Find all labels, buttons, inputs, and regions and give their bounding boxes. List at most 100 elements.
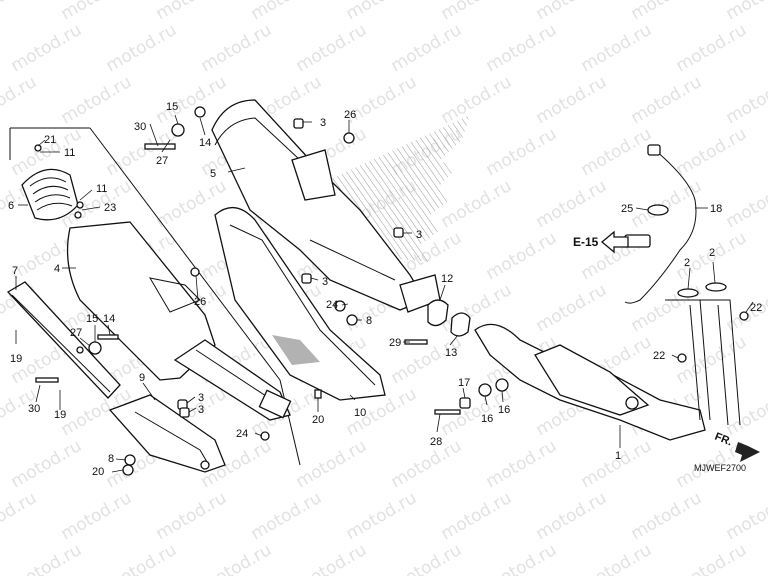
callout-19: 19	[10, 353, 22, 365]
watermark-text: motod.ru	[628, 488, 706, 544]
callout-14: 14	[199, 137, 211, 149]
callout-20: 20	[312, 414, 324, 426]
watermark-text: motod.ru	[0, 72, 40, 128]
callout-22: 22	[653, 350, 665, 362]
callout-3: 3	[320, 117, 326, 129]
watermark-text: motod.ru	[293, 540, 371, 576]
watermark-text: motod.ru	[628, 0, 706, 24]
reference-arrow	[600, 230, 629, 254]
callout-21: 21	[44, 134, 56, 146]
watermark-text: motod.ru	[483, 228, 561, 284]
watermark-text: motod.ru	[438, 176, 516, 232]
callout-11: 11	[96, 183, 107, 195]
callout-30: 30	[134, 121, 146, 133]
watermark-text: motod.ru	[578, 124, 656, 180]
watermark-text: motod.ru	[628, 72, 706, 128]
callout-9: 9	[139, 372, 145, 384]
callout-26: 26	[194, 296, 206, 308]
callout-27: 27	[156, 155, 168, 167]
callout-15: 15	[166, 101, 178, 113]
watermark-text: motod.ru	[293, 436, 371, 492]
callout-16: 16	[481, 413, 493, 425]
callout-4: 4	[54, 263, 60, 275]
callout-3: 3	[198, 404, 204, 416]
watermark-text: motod.ru	[483, 540, 561, 576]
watermark-text: motod.ru	[343, 0, 421, 24]
callout-11: 11	[64, 147, 75, 159]
muffler-protector	[108, 394, 226, 473]
watermark-text: motod.ru	[8, 540, 86, 576]
watermark-text: motod.ru	[673, 124, 751, 180]
callout-2: 2	[709, 247, 715, 259]
heat-guard	[214, 207, 386, 401]
frame-outline	[9, 127, 301, 466]
watermark-text: motod.ru	[58, 72, 136, 128]
callout-6: 6	[8, 200, 14, 212]
callout-10: 10	[354, 407, 366, 419]
watermark-text: motod.ru	[483, 124, 561, 180]
watermark-text: motod.ru	[248, 0, 326, 24]
watermark-text: motod.ru	[438, 72, 516, 128]
watermark-text: motod.ru	[198, 540, 276, 576]
callout-15: 15	[86, 313, 98, 325]
callout-3: 3	[322, 276, 328, 288]
watermark-text: motod.ru	[483, 436, 561, 492]
watermark-text: motod.ru	[153, 488, 231, 544]
joint-gaskets	[427, 299, 471, 337]
watermark-text: motod.ru	[0, 488, 40, 544]
watermark-text: motod.ru	[628, 176, 706, 232]
callout-24: 24	[236, 428, 248, 440]
o2-sensor-lead	[624, 144, 697, 304]
watermark-text: motod.ru	[673, 20, 751, 76]
watermark-text: motod.ru	[198, 20, 276, 76]
callout-26: 26	[344, 109, 356, 121]
callout-8: 8	[366, 315, 372, 327]
watermark-text: motod.ru	[723, 176, 768, 232]
watermark-text: motod.ru	[293, 20, 371, 76]
callout-22: 22	[750, 302, 762, 314]
watermark-text: motod.ru	[58, 0, 136, 24]
watermark-text: motod.ru	[438, 0, 516, 24]
callout-29: 29	[389, 337, 401, 349]
callout-14: 14	[103, 313, 115, 325]
watermark-text: motod.ru	[103, 20, 181, 76]
upper-muffler	[211, 99, 441, 313]
callout-16: 16	[498, 404, 510, 416]
watermark-text: motod.ru	[723, 72, 768, 128]
watermark-text: motod.ru	[343, 488, 421, 544]
callout-28: 28	[430, 436, 442, 448]
watermark-text: motod.ru	[578, 540, 656, 576]
callout-24: 24	[326, 299, 338, 311]
leader-lines	[15, 114, 754, 473]
watermark-text: motod.ru	[438, 488, 516, 544]
exhaust-pipe	[474, 282, 741, 441]
callout-5: 5	[210, 168, 216, 180]
diagram-code: MJWEF2700	[694, 463, 746, 473]
watermark-text: motod.ru	[673, 540, 751, 576]
watermark-text: motod.ru	[723, 384, 768, 440]
callout-1: 1	[615, 450, 621, 462]
watermark-text: motod.ru	[103, 540, 181, 576]
watermark-text: motod.ru	[8, 436, 86, 492]
watermark-text: motod.ru	[483, 20, 561, 76]
muffler-end-cap	[21, 168, 79, 221]
watermark-text: motod.ru	[248, 488, 326, 544]
callout-17: 17	[458, 377, 470, 389]
watermark-text: motod.ru	[533, 176, 611, 232]
watermark-text: motod.ru	[578, 436, 656, 492]
watermark-text: motod.ru	[628, 280, 706, 336]
callout-18: 18	[710, 203, 722, 215]
callout-2: 2	[684, 257, 690, 269]
callout-25: 25	[621, 203, 633, 215]
callout-27: 27	[70, 327, 82, 339]
watermark-text: motod.ru	[0, 0, 40, 24]
watermark-text: motod.ru	[723, 488, 768, 544]
callout-12: 12	[441, 273, 453, 285]
callout-30: 30	[28, 403, 40, 415]
callout-13: 13	[445, 347, 457, 359]
callout-3: 3	[416, 229, 422, 241]
front-direction-arrow	[735, 442, 760, 462]
watermark-text: motod.ru	[388, 436, 466, 492]
